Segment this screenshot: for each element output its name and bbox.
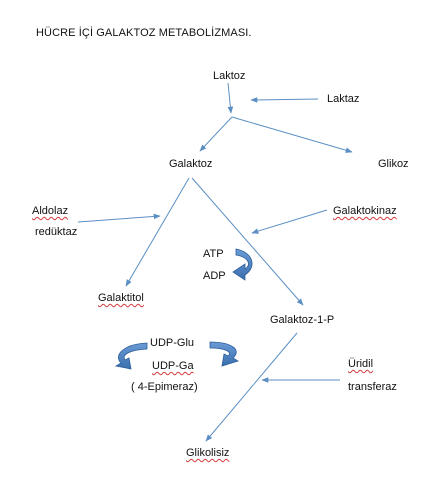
enzyme-uridil: Üridil	[348, 358, 374, 370]
atp-adp-curved-arrow-icon	[232, 248, 253, 281]
cofactor-atp: ATP	[203, 248, 224, 260]
arrow-laktaz	[250, 97, 319, 103]
arrow-to-glikoz	[231, 116, 353, 153]
page-title: HÜCRE İÇİ GALAKTOZ METABOLİZMASI.	[36, 27, 252, 39]
udp-cycle-left-arrow-icon	[114, 342, 148, 370]
arrow-galaktokinaz	[251, 209, 328, 234]
arrow-to-galaktoz-1-p	[191, 177, 304, 306]
enzyme-4-epimeraz: ( 4-Epimeraz)	[131, 381, 198, 393]
arrow-to-galaktitol	[125, 177, 190, 287]
arrow-to-glikolisiz	[205, 332, 298, 442]
arrow-laktoz-down	[227, 82, 234, 114]
node-galaktoz: Galaktoz	[169, 158, 213, 170]
udp-ga: UDP-Ga	[152, 360, 194, 372]
arrow-to-galaktoz	[199, 116, 233, 152]
enzyme-galaktokinaz: Galaktokinaz	[333, 205, 397, 217]
node-glikoz: Glikoz	[378, 158, 409, 170]
udp-glu: UDP-Glu	[150, 337, 195, 349]
enzyme-reduktaz: redüktaz	[35, 226, 78, 238]
node-glikolisiz: Glikolisiz	[186, 447, 230, 459]
node-galaktitol: Galaktitol	[98, 292, 144, 304]
udp-cycle-right-arrow-icon	[209, 341, 239, 367]
node-laktoz: Laktoz	[213, 70, 246, 82]
node-galaktoz-1-p: Galaktoz-1-P	[270, 314, 335, 326]
cofactor-adp: ADP	[203, 270, 226, 282]
arrow-aldolaz-reduktaz	[77, 213, 161, 223]
enzyme-transferaz: transferaz	[348, 381, 397, 393]
enzyme-aldolaz: Aldolaz	[32, 205, 69, 217]
enzyme-laktaz: Laktaz	[327, 93, 360, 105]
